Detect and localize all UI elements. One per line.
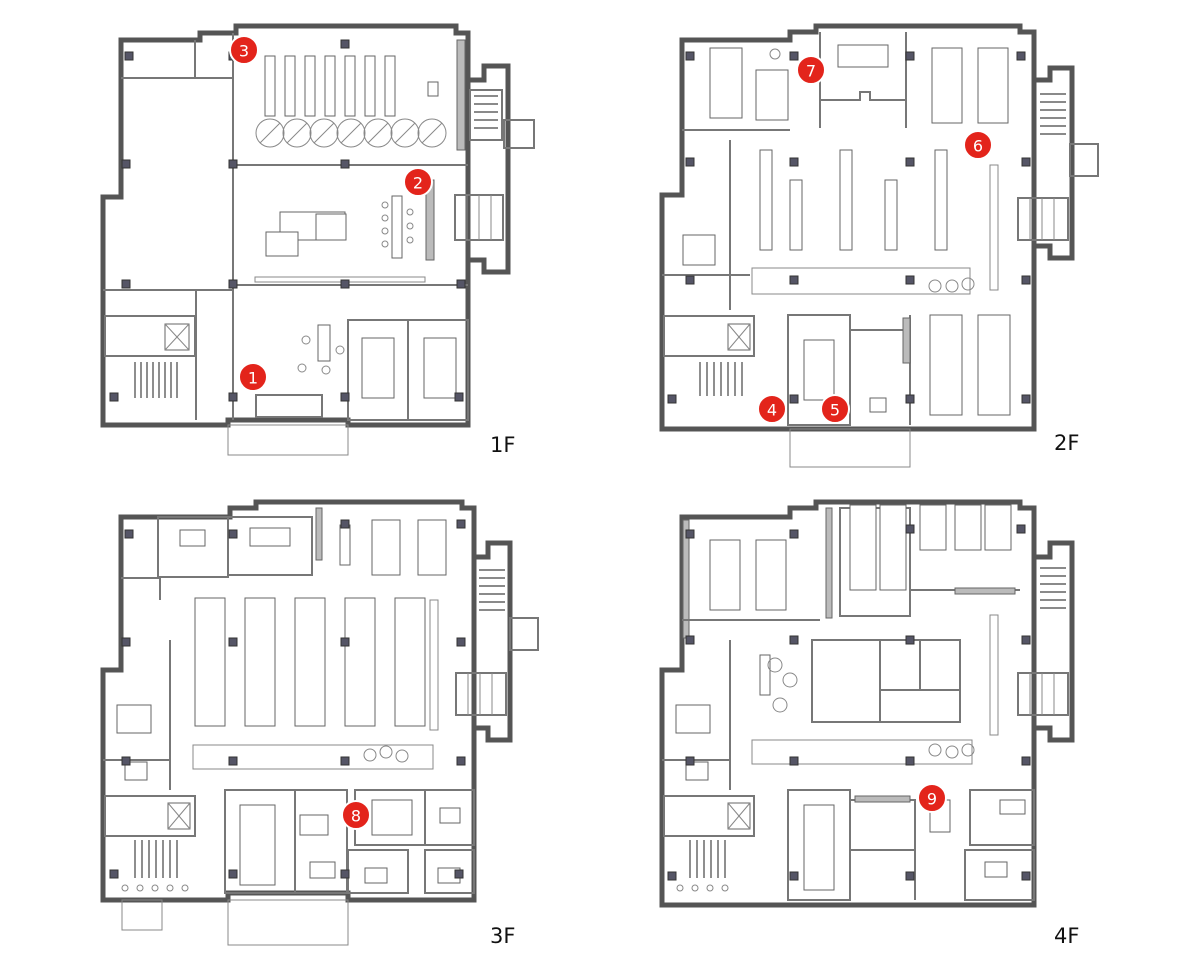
svg-text:2: 2 [413,174,423,193]
svg-text:8: 8 [351,807,361,826]
marker-2: 2 [403,167,433,197]
marker-9: 9 [917,783,947,813]
marker-6: 6 [963,130,993,160]
floor-label-2f: 2F [1054,431,1079,455]
svg-text:4: 4 [767,401,777,420]
svg-text:7: 7 [806,62,816,81]
floor-label-4f: 4F [1054,924,1079,948]
floor-label-3f: 3F [490,924,515,948]
floor-plan-4f: 4F [659,499,1079,948]
svg-text:5: 5 [830,401,840,420]
svg-text:9: 9 [927,790,937,809]
floor-label-1f: 1F [490,433,515,457]
marker-5: 5 [820,394,850,424]
floor-plan-1f: 1F [100,23,535,457]
marker-4: 4 [757,394,787,424]
svg-text:1: 1 [248,369,258,388]
marker-8: 8 [341,800,371,830]
marker-1: 1 [238,362,268,392]
floor-plan-2f: 2F [659,23,1099,468]
svg-text:6: 6 [973,137,983,156]
floor-plan-3f: 3F [100,499,539,948]
svg-text:3: 3 [239,42,249,61]
marker-7: 7 [796,55,826,85]
marker-3: 3 [229,35,259,65]
